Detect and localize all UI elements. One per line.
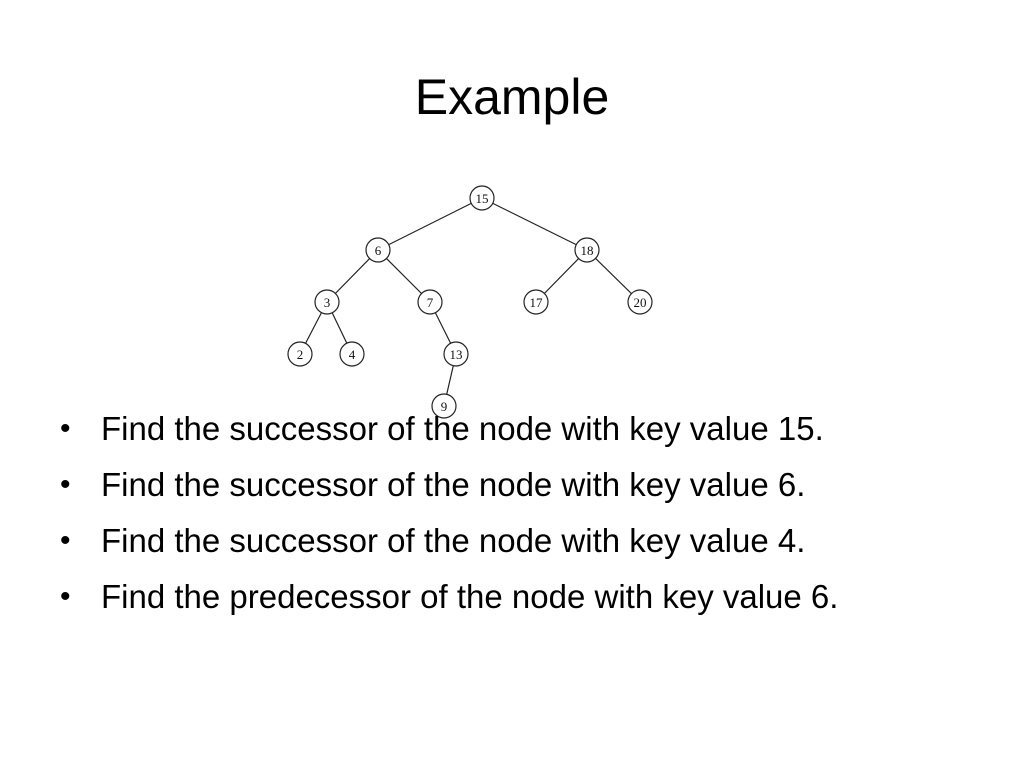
tree-node-6: 6 [365, 237, 391, 263]
tree-node-circle [339, 341, 365, 367]
tree-node-2: 2 [287, 341, 313, 367]
tree-edges [299, 197, 641, 407]
bullet-list: • Find the successor of the node with ke… [56, 406, 976, 630]
tree-node-label: 9 [441, 399, 448, 414]
tree-node-17: 17 [523, 289, 549, 315]
tree-node-7: 7 [417, 289, 443, 315]
tree-node-circle [365, 237, 391, 263]
bullet-icon: • [60, 412, 71, 445]
tree-node-circle [314, 289, 340, 315]
tree-node-label: 7 [427, 295, 434, 310]
tree-node-circle [523, 289, 549, 315]
tree-node-label: 4 [349, 347, 356, 362]
bullet-text: Find the predecessor of the node with ke… [101, 578, 839, 615]
bullet-text: Find the successor of the node with key … [101, 466, 806, 503]
tree-nodes: 15 6 18 3 7 17 20 2 4 13 9 [287, 185, 653, 419]
bullet-icon: • [60, 580, 71, 613]
bullet-icon: • [60, 524, 71, 557]
bullet-item: • Find the predecessor of the node with … [56, 574, 976, 620]
tree-node-label: 15 [476, 191, 489, 206]
bullet-text: Find the successor of the node with key … [101, 410, 824, 447]
tree-edge-n15-n18 [481, 197, 588, 251]
tree-node-circle [627, 289, 653, 315]
bullet-item: • Find the successor of the node with ke… [56, 518, 976, 564]
tree-node-label: 3 [324, 295, 331, 310]
tree-node-label: 17 [530, 295, 544, 310]
bullet-item: • Find the successor of the node with ke… [56, 462, 976, 508]
tree-node-circle [469, 185, 495, 211]
bullet-item: • Find the successor of the node with ke… [56, 406, 976, 452]
tree-node-label: 2 [297, 347, 304, 362]
tree-node-circle [431, 393, 457, 419]
bullet-text: Find the successor of the node with key … [101, 522, 806, 559]
tree-node-label: 20 [634, 295, 647, 310]
tree-node-20: 20 [627, 289, 653, 315]
tree-node-label: 6 [375, 243, 382, 258]
slide-title: Example [414, 69, 610, 125]
bullet-icon: • [60, 468, 71, 501]
tree-node-3: 3 [314, 289, 340, 315]
tree-node-circle [443, 341, 469, 367]
tree-edge-n15-n6 [377, 197, 483, 251]
tree-node-circle [574, 237, 600, 263]
tree-node-4: 4 [339, 341, 365, 367]
tree-node-label: 13 [450, 347, 463, 362]
tree-node-9: 9 [431, 393, 457, 419]
tree-node-label: 18 [581, 243, 594, 258]
tree-node-13: 13 [443, 341, 469, 367]
tree-node-15: 15 [469, 185, 495, 211]
tree-node-18: 18 [574, 237, 600, 263]
tree-node-circle [287, 341, 313, 367]
tree-node-circle [417, 289, 443, 315]
